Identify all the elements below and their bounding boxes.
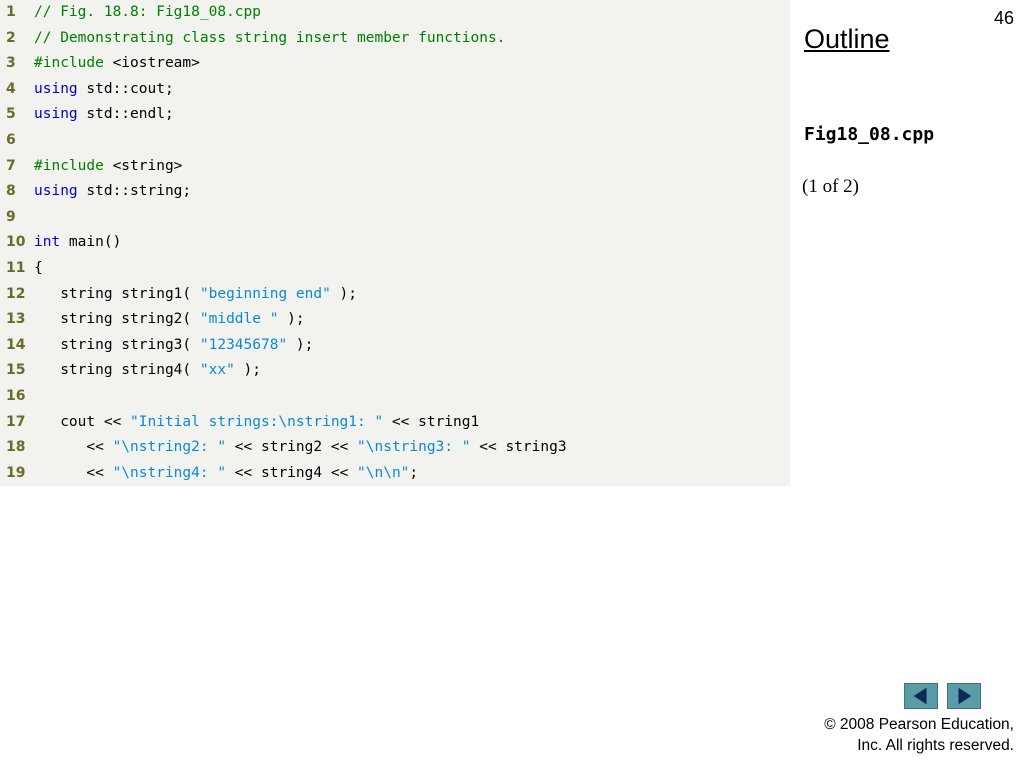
code-token-plain: << string3 <box>470 439 567 456</box>
code-line: 5 using std::endl; <box>0 102 174 128</box>
code-line: 18 << "\nstring2: " << string2 << "\nstr… <box>0 435 567 461</box>
code-line: 19 << "\nstring4: " << string4 << "\n\n"… <box>0 461 418 487</box>
code-line: 1 // Fig. 18.8: Fig18_08.cpp <box>0 0 261 26</box>
code-token-plain: main() <box>60 234 122 251</box>
line-number: 12 <box>6 285 26 302</box>
code-line: 17 cout << "Initial strings:\nstring1: "… <box>0 410 479 436</box>
copyright-line-2: Inc. All rights reserved. <box>857 737 1014 754</box>
code-token-plain: std::cout; <box>77 80 174 97</box>
code-token-plain: string string3( <box>34 336 200 353</box>
code-line: 16 <box>0 384 34 410</box>
code-token-string: "\nstring2: " <box>112 439 227 456</box>
line-number: 9 <box>6 208 16 225</box>
code-token-keyword: using <box>34 106 78 123</box>
code-token-plain: string string1( <box>34 285 200 302</box>
code-token-plain: string string2( <box>34 311 200 328</box>
code-token-plain: << string2 << <box>226 439 358 456</box>
code-token-plain: << <box>34 439 113 456</box>
triangle-left-icon <box>913 687 927 705</box>
line-number: 7 <box>6 157 16 174</box>
code-line: 14 string string3( "12345678" ); <box>0 333 313 359</box>
code-line: 9 <box>0 205 34 231</box>
line-number: 8 <box>6 183 16 200</box>
code-token-plain: ); <box>234 362 261 379</box>
code-token-string: "Initial strings:\nstring1: " <box>130 413 384 430</box>
code-token-keyword: using <box>34 183 78 200</box>
code-line: 11 { <box>0 256 43 282</box>
line-number: 19 <box>6 464 26 481</box>
page-indicator: (1 of 2) <box>802 176 859 197</box>
line-number: 3 <box>6 55 16 72</box>
code-token-plain: cout << <box>34 413 131 430</box>
line-number: 18 <box>6 439 26 456</box>
code-line: 4 using std::cout; <box>0 77 174 103</box>
code-token-string: "middle " <box>199 311 279 328</box>
code-token-string: "\nstring4: " <box>112 464 227 481</box>
code-line: 10 int main() <box>0 230 121 256</box>
code-token-plain: std::endl; <box>77 106 174 123</box>
code-token-keyword: using <box>34 80 78 97</box>
line-number: 6 <box>6 132 16 148</box>
previous-slide-button[interactable] <box>904 683 938 709</box>
line-number: 11 <box>6 260 26 276</box>
line-number: 5 <box>6 106 16 123</box>
code-token-plain: ); <box>330 285 358 302</box>
line-number: 2 <box>6 29 16 46</box>
line-number: 10 <box>6 234 26 251</box>
code-line: 6 <box>0 128 34 154</box>
code-token-keyword: int <box>34 234 61 251</box>
code-line: 3 #include <iostream> <box>0 51 200 77</box>
code-line: 2 // Demonstrating class string insert me… <box>0 26 505 52</box>
code-token-plain: ; <box>409 464 419 481</box>
outline-link[interactable]: Outline <box>804 24 890 54</box>
code-token-plain: << string4 << <box>226 464 358 481</box>
line-number: 16 <box>6 388 26 404</box>
code-token-string: "beginning end" <box>199 285 331 302</box>
file-name-label: Fig18_08.cpp <box>804 124 935 145</box>
code-token-comment: // Demonstrating class string insert mem… <box>34 29 506 46</box>
code-token-plain: << <box>34 464 113 481</box>
code-token-plain: <string> <box>103 157 183 174</box>
line-number: 4 <box>6 80 16 97</box>
code-token-plain: std::string; <box>77 183 192 200</box>
next-slide-button[interactable] <box>947 683 981 709</box>
line-number: 13 <box>6 311 26 328</box>
code-token-plain: string string4( <box>34 362 200 379</box>
code-panel: 1 // Fig. 18.8: Fig18_08.cpp 2 // Demonstra… <box>0 0 790 486</box>
code-token-plain: ); <box>287 336 314 353</box>
code-line: 13 string string2( "middle " ); <box>0 307 305 333</box>
code-token-string: "xx" <box>199 362 235 379</box>
line-number: 17 <box>6 413 26 430</box>
slide-number: 46 <box>993 8 1014 28</box>
code-token-plain: { <box>34 260 43 276</box>
code-token-plain: ); <box>278 311 305 328</box>
code-token-plain: <iostream> <box>103 55 200 72</box>
triangle-right-icon <box>958 687 972 705</box>
code-token-string: "\n\n" <box>357 464 410 481</box>
code-token-string: "\nstring3: " <box>357 439 471 456</box>
code-token-comment: // Fig. 18.8: Fig18_08.cpp <box>34 4 261 20</box>
code-line: 15 string string4( "xx" ); <box>0 358 261 384</box>
code-token-preproc: #include <box>34 157 104 174</box>
line-number: 1 <box>6 4 16 20</box>
copyright-notice: © 2008 Pearson Education, Inc. All right… <box>824 714 1014 756</box>
code-token-plain: << string1 <box>383 413 480 430</box>
code-token-string: "12345678" <box>199 336 288 353</box>
code-line: 7 #include <string> <box>0 154 182 180</box>
copyright-line-1: © 2008 Pearson Education, <box>824 716 1014 733</box>
line-number: 14 <box>6 336 26 353</box>
code-line: 8 using std::string; <box>0 179 191 205</box>
code-line: 12 string string1( "beginning end" ); <box>0 282 357 308</box>
code-token-preproc: #include <box>34 55 104 72</box>
line-number: 15 <box>6 362 26 379</box>
